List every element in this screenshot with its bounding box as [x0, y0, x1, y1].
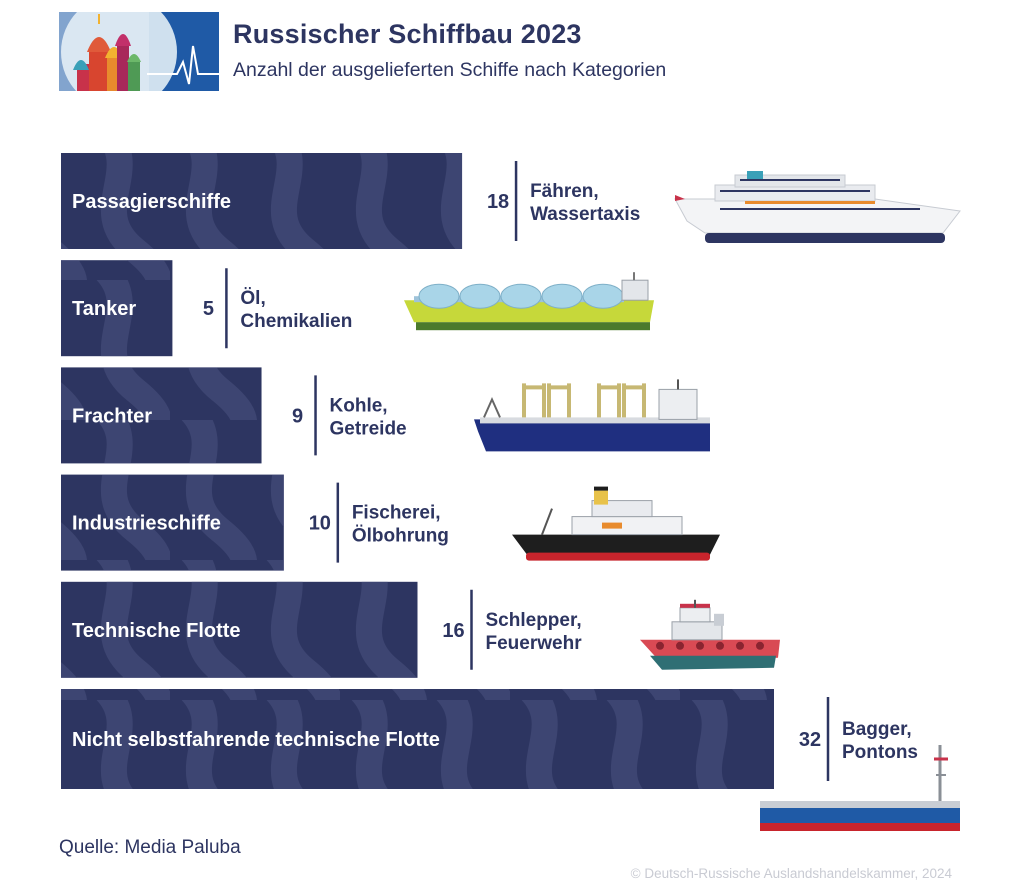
- bar-value-label: 32: [799, 729, 821, 751]
- bar-value-label: 5: [203, 298, 214, 320]
- logo-kremlin-heartbeat: [59, 0, 219, 110]
- bar-description-label: Fischerei,: [352, 503, 441, 524]
- cruise-ship-icon: [674, 171, 961, 243]
- bar-description-label: Pontons: [842, 742, 918, 763]
- source-note: Quelle: Media Paluba: [59, 837, 241, 858]
- bar-description-label: Kohle,: [330, 395, 388, 416]
- bar-wave-pattern: [61, 474, 284, 571]
- bar-category-label: Tanker: [72, 298, 136, 320]
- page-title: Russischer Schiffbau 2023: [233, 19, 582, 49]
- bar-wave-pattern: [61, 260, 173, 357]
- bar-wave-pattern: [61, 367, 262, 464]
- bar-category-label: Frachter: [72, 405, 152, 427]
- pontoon-barge-icon: [760, 745, 960, 831]
- bar-category-label: Nicht selbstfahrende technische Flotte: [72, 729, 440, 751]
- bar-category-label: Technische Flotte: [72, 620, 241, 642]
- bar-description-label: Ölbohrung: [352, 526, 449, 547]
- bulk-carrier-icon: [474, 379, 710, 452]
- lng-tanker-icon: [404, 272, 654, 331]
- bar-category-label: Passagierschiffe: [72, 191, 231, 213]
- bar-wave-pattern: [61, 153, 463, 249]
- bar-description-label: Wassertaxis: [530, 204, 640, 225]
- page-subtitle: Anzahl der ausgelieferten Schiffe nach K…: [233, 59, 667, 81]
- bar-description-label: Bagger,: [842, 719, 912, 740]
- bar-description-label: Chemikalien: [240, 311, 352, 332]
- bar-wave-pattern: [61, 581, 418, 678]
- bar-value-label: 18: [487, 191, 509, 213]
- bar-category-label: Industrieschiffe: [72, 513, 221, 535]
- bar-value-label: 10: [309, 513, 331, 535]
- bar-description-label: Schlepper,: [486, 610, 582, 631]
- bar-description-label: Feuerwehr: [486, 633, 583, 654]
- icebreaker-icon: [512, 486, 720, 561]
- bar-description-label: Öl,: [240, 288, 265, 309]
- copyright-note: © Deutsch-Russische Auslandshandelskamme…: [630, 866, 952, 881]
- bar-value-label: 9: [292, 405, 303, 427]
- bar-description-label: Fähren,: [530, 181, 599, 202]
- bar-value-label: 16: [442, 620, 464, 642]
- bar-description-label: Getreide: [330, 418, 407, 439]
- tugboat-icon: [640, 599, 780, 670]
- bar-wave-pattern: [61, 689, 774, 789]
